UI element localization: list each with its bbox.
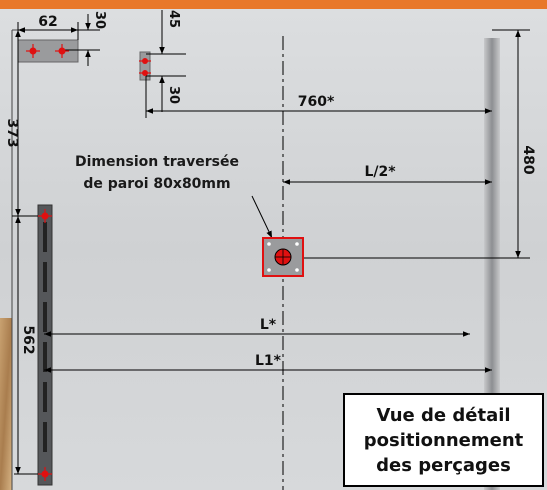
small-plate bbox=[139, 51, 151, 81]
callout-leader bbox=[251, 195, 273, 239]
drill-marker-rail-top bbox=[38, 209, 52, 223]
detail-box-line-2: positionnement bbox=[363, 429, 524, 451]
wall-passage-plate bbox=[262, 237, 304, 277]
dim-760: 760* bbox=[298, 94, 335, 110]
dim-45: 45 bbox=[166, 10, 181, 28]
detail-box-line-1: Vue de détail bbox=[376, 404, 511, 426]
dim-30-mid: 30 bbox=[166, 86, 181, 104]
dim-62: 62 bbox=[38, 14, 57, 30]
callout-line-2: de paroi 80x80mm bbox=[83, 176, 230, 192]
rail-slots bbox=[43, 222, 47, 452]
detail-box-line-3: des perçages bbox=[376, 454, 511, 476]
drill-marker-plate-bottom bbox=[139, 70, 151, 76]
dim-30-top-lines bbox=[62, 14, 100, 66]
dim-480: 480 bbox=[520, 145, 536, 174]
drill-marker-rail-bottom bbox=[38, 467, 52, 481]
drill-markers bbox=[26, 44, 151, 481]
wood-edge bbox=[0, 318, 12, 490]
dim-L: L* bbox=[260, 317, 277, 333]
dim-480-lines bbox=[300, 29, 530, 259]
dim-373: 373 bbox=[4, 118, 20, 147]
detail-view-box: Vue de détail positionnement des perçage… bbox=[343, 393, 544, 487]
dim-L1: L1* bbox=[255, 353, 282, 369]
drill-marker-top-left-2 bbox=[55, 44, 69, 58]
dim-562: 562 bbox=[20, 325, 36, 354]
right-post bbox=[484, 38, 500, 490]
accent-bar bbox=[0, 0, 547, 9]
callout-line-1: Dimension traversée bbox=[75, 154, 239, 170]
dim-760-lines bbox=[145, 76, 492, 118]
drill-marker-plate-top bbox=[139, 58, 151, 64]
dim-30-top: 30 bbox=[92, 11, 107, 29]
dim-45-lines bbox=[146, 10, 186, 77]
drill-marker-top-left-1 bbox=[26, 44, 40, 58]
dim-L2: L/2* bbox=[364, 164, 396, 180]
